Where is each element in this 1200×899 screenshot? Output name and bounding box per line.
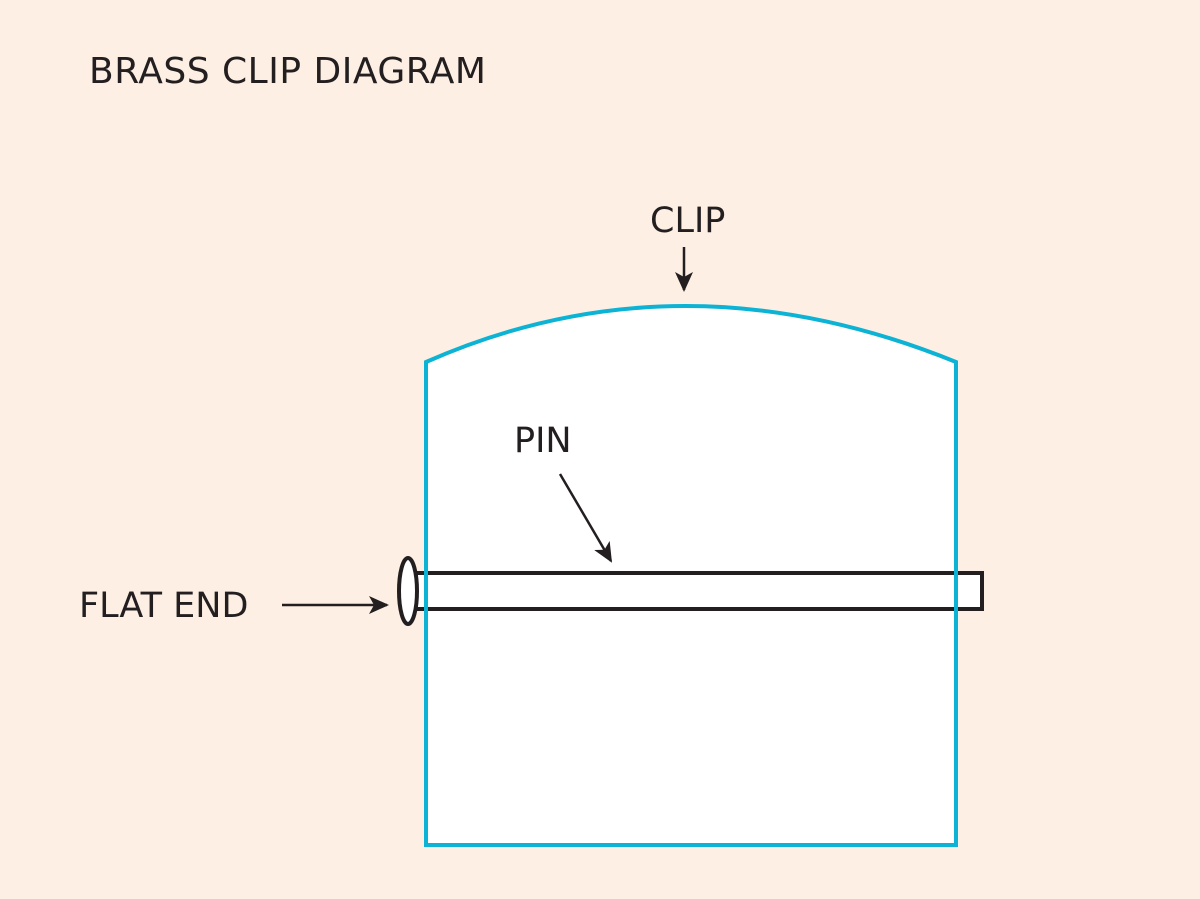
clip-label: CLIP	[650, 201, 725, 241]
pin-arrow	[558, 473, 613, 563]
pin-shaft	[414, 571, 984, 611]
pin-label: PIN	[514, 421, 572, 461]
diagram-title: BRASS CLIP DIAGRAM	[89, 51, 487, 92]
pin-flat-end	[397, 556, 419, 626]
flat-end-label: FLAT END	[79, 586, 248, 626]
